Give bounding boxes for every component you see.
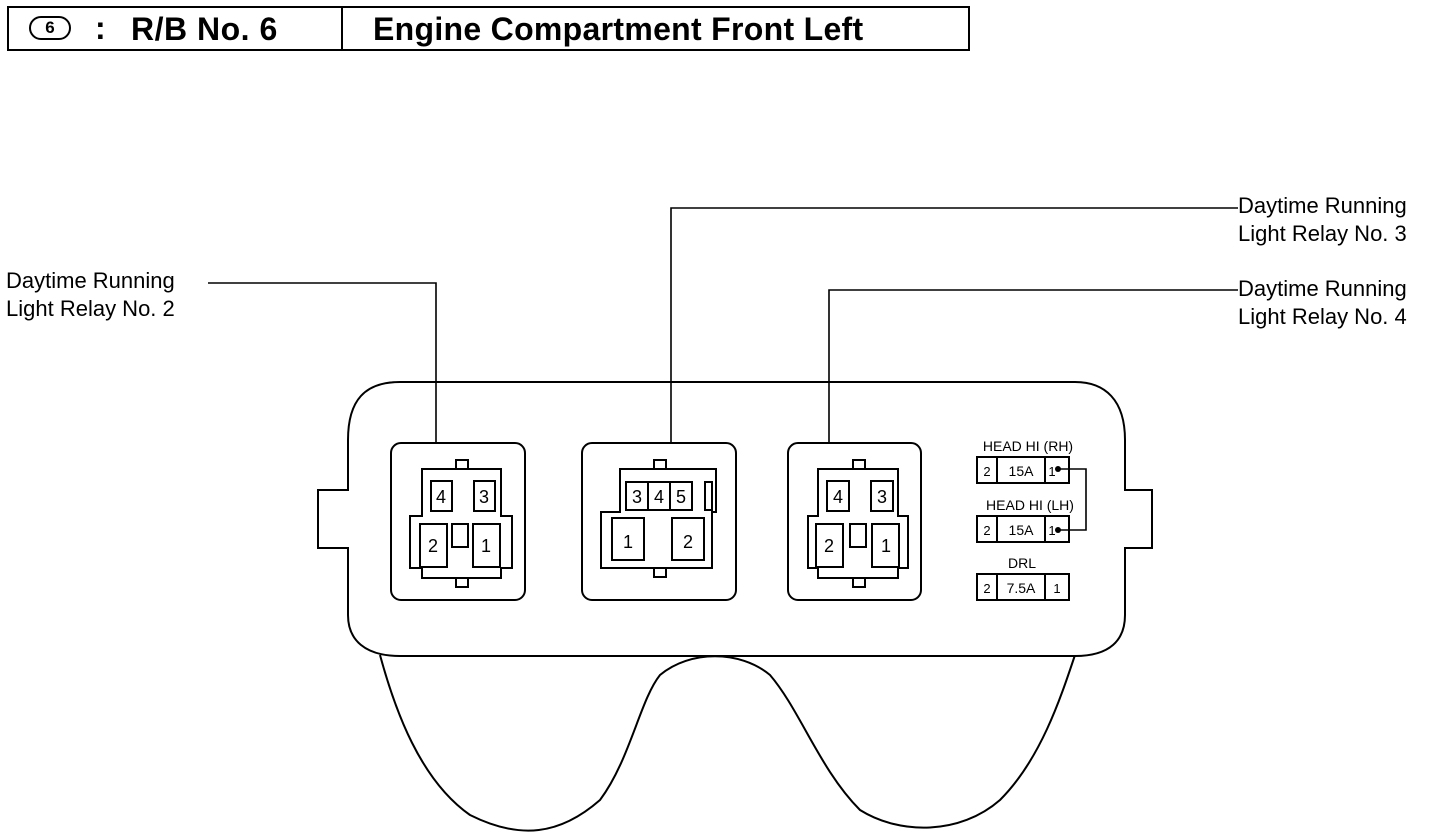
fuse-head-hi-lh-pin-1: 1 (1048, 523, 1055, 538)
callout-relay-4-line1: Daytime Running (1238, 276, 1407, 301)
fuse-drl-pin-1: 1 (1053, 581, 1060, 596)
callout-relay-2-line2: Light Relay No. 2 (6, 296, 175, 321)
callout-relay-4-line2: Light Relay No. 4 (1238, 304, 1407, 329)
fuse-head-hi-rh-pin-2: 2 (983, 464, 990, 479)
fuse-head-hi-rh-pin-1: 1 (1048, 464, 1055, 479)
relay3-pin-5: 5 (676, 487, 686, 507)
header-colon: : (95, 10, 106, 46)
callout-relay-4: Daytime Running Light Relay No. 4 (1238, 275, 1407, 331)
relay-socket-4 (787, 442, 922, 601)
fuse-head-hi-lh: HEAD HI (LH) 2 15A 1 (976, 497, 1074, 543)
fuse-head-hi-rh: HEAD HI (RH) 2 15A 1 (976, 438, 1073, 484)
title-bar: 6 : R/B No. 6 Engine Compartment Front L… (7, 6, 970, 51)
fuse-head-hi-rh-rating: 15A (1009, 463, 1035, 479)
relay3-pin-2: 2 (683, 532, 693, 552)
relay4-pin-2: 2 (824, 536, 834, 556)
leader-line-relay-3 (670, 207, 1238, 444)
callout-relay-3-line1: Daytime Running (1238, 193, 1407, 218)
relay2-pin-1: 1 (481, 536, 491, 556)
relay2-pin-3: 3 (479, 487, 489, 507)
leader-line-relay-2 (208, 282, 437, 444)
callout-relay-3-line2: Light Relay No. 3 (1238, 221, 1407, 246)
fuse-drl-label: DRL (1008, 555, 1036, 571)
fuse-drl: DRL 2 7.5A 1 (976, 555, 1070, 601)
fuse-drl-pin-2: 2 (983, 581, 990, 596)
relay3-pin-1: 1 (623, 532, 633, 552)
fuse-head-hi-rh-label: HEAD HI (RH) (983, 438, 1073, 454)
fuse-jumper-wire (1058, 468, 1087, 531)
callout-relay-3: Daytime Running Light Relay No. 3 (1238, 192, 1407, 248)
mounting-bracket (379, 654, 1076, 832)
relay4-pin-3: 3 (877, 487, 887, 507)
jumper-node-top (1055, 466, 1061, 472)
reference-number-badge: 6 (29, 16, 71, 40)
leader-line-relay-4 (828, 289, 1238, 444)
fuse-head-hi-lh-pin-2: 2 (983, 523, 990, 538)
relay3-pin-4: 4 (654, 487, 664, 507)
relay2-pin-4: 4 (436, 487, 446, 507)
relay-socket-3 (581, 442, 737, 601)
relay-socket-2 (390, 442, 526, 601)
fuse-drl-rating: 7.5A (1007, 580, 1036, 596)
relay-block-label: R/B No. 6 (131, 11, 278, 47)
callout-relay-2-line1: Daytime Running (6, 268, 175, 293)
location-label: Engine Compartment Front Left (373, 11, 864, 47)
jumper-node-bottom (1055, 527, 1061, 533)
relay3-pin-3: 3 (632, 487, 642, 507)
relay2-pin-2: 2 (428, 536, 438, 556)
callout-relay-2: Daytime Running Light Relay No. 2 (6, 267, 175, 323)
fuse-head-hi-lh-rating: 15A (1009, 522, 1035, 538)
fuse-head-hi-lh-label: HEAD HI (LH) (986, 497, 1074, 513)
relay4-pin-4: 4 (833, 487, 843, 507)
relay-block-cell: 6 : R/B No. 6 (9, 8, 343, 49)
relay4-pin-1: 1 (881, 536, 891, 556)
